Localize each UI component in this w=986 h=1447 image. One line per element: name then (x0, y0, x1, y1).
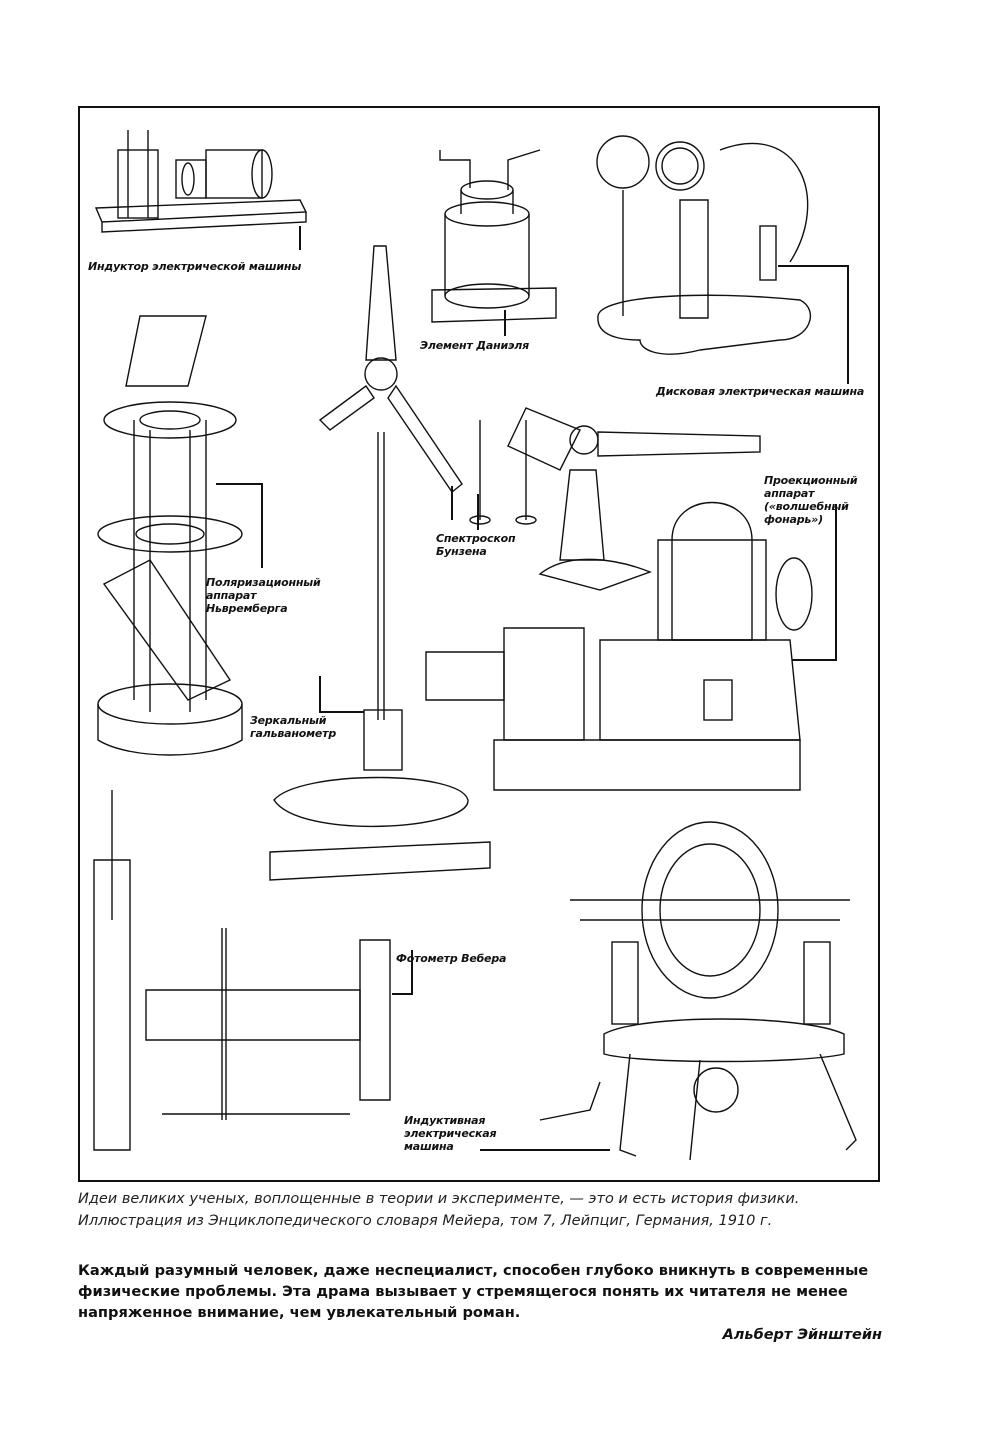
label-galvanometer-line2: гальванометр (250, 727, 337, 740)
label-induction-line2: электрическая (404, 1127, 497, 1140)
label-projector-line4: фонарь») (764, 513, 823, 526)
figure-caption: Идеи великих ученых, воплощенные в теори… (78, 1188, 898, 1232)
disk-machine-drawing (596, 135, 849, 384)
inductor-drawing (94, 130, 308, 250)
label-projector-line1: Проекционный (764, 474, 858, 487)
label-projector-line3: («волшебный (764, 500, 849, 513)
spectroscope-drawing (469, 407, 761, 591)
label-disk-machine: Дисковая электрическая машина (656, 385, 865, 398)
label-polarization: Поляризационный аппарат Ньвремберга (206, 576, 321, 615)
label-projector: Проекционный аппарат («волшебный фонарь»… (764, 474, 858, 526)
weber-photometer-drawing (93, 790, 413, 1151)
label-induction-machine: Индуктивная электрическая машина (404, 1114, 497, 1153)
label-photometer: Фотометр Вебера (396, 952, 507, 965)
label-polarization-line2: аппарат (206, 589, 257, 602)
label-spectroscope: Спектроскоп Бунзена (436, 532, 516, 558)
epigraph-author: Альберт Эйнштейн (722, 1327, 882, 1343)
induction-machine-drawing (480, 821, 857, 1161)
label-spectroscope-line2: Бунзена (436, 545, 487, 558)
caption-line-1: Идеи великих ученых, воплощенные в теори… (78, 1191, 800, 1207)
caption-line-2: Иллюстрация из Энциклопедического словар… (78, 1213, 773, 1229)
label-induction-line3: машина (404, 1140, 454, 1153)
label-daniell-cell: Элемент Даниэля (420, 339, 530, 352)
label-spectroscope-line1: Спектроскоп (436, 532, 516, 545)
daniell-cell-drawing (431, 149, 557, 336)
label-polarization-line3: Ньвремберга (206, 602, 288, 615)
label-induction-line1: Индуктивная (404, 1114, 486, 1127)
projector-drawing (425, 501, 837, 791)
label-projector-line2: аппарат (764, 487, 815, 500)
label-galvanometer-line1: Зеркальный (250, 714, 327, 727)
epigraph-quote: Каждый разумный человек, даже неспециали… (78, 1262, 869, 1321)
label-polarization-line1: Поляризационный (206, 576, 321, 589)
label-galvanometer: Зеркальный гальванометр (250, 714, 336, 740)
illustration-frame (78, 106, 880, 1182)
polarization-apparatus-drawing (97, 315, 263, 756)
label-inductor: Индуктор электрической машины (88, 260, 302, 273)
mirror-galvanometer-drawing (269, 245, 491, 881)
